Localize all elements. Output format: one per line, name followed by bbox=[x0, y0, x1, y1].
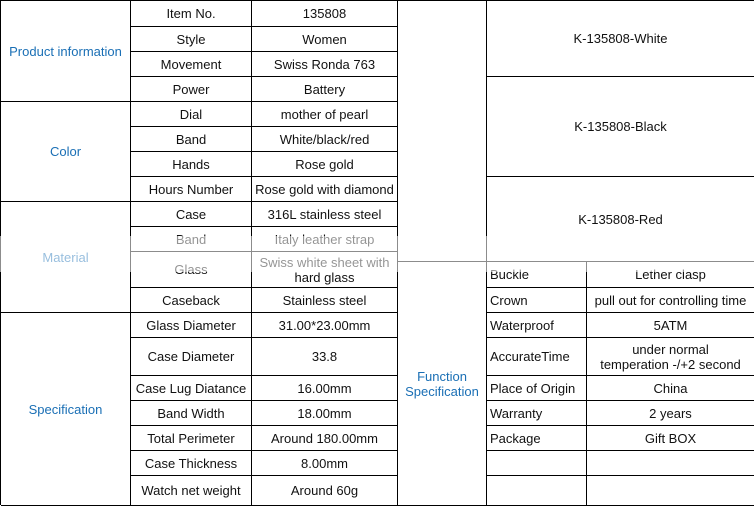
row-label: Movement bbox=[131, 52, 252, 77]
group-material: Material bbox=[1, 202, 131, 313]
row-label: Hands bbox=[131, 152, 252, 177]
function-value bbox=[587, 476, 754, 506]
group-specification: Specification bbox=[1, 313, 131, 506]
group-color: Color bbox=[1, 102, 131, 202]
function-label: AccurateTime bbox=[487, 338, 587, 376]
row-value: 33.8 bbox=[252, 338, 398, 376]
row-label: Item No. bbox=[131, 1, 252, 27]
row-label: Glass bbox=[131, 252, 252, 288]
row-label: Total Perimeter bbox=[131, 426, 252, 451]
row-value: Rose gold with diamond bbox=[252, 177, 398, 202]
row-value: Around 60g bbox=[252, 476, 398, 506]
function-label: Warranty bbox=[487, 401, 587, 426]
row-value: Battery bbox=[252, 77, 398, 102]
row-value: White/black/red bbox=[252, 127, 398, 152]
row-value: mother of pearl bbox=[252, 102, 398, 127]
row-label: Band bbox=[131, 127, 252, 152]
row-label: Hours Number bbox=[131, 177, 252, 202]
function-value: 5ATM bbox=[587, 313, 754, 338]
row-label: Case bbox=[131, 202, 252, 227]
function-value: China bbox=[587, 376, 754, 401]
function-label: Place of Origin bbox=[487, 376, 587, 401]
row-value: 316L stainless steel bbox=[252, 202, 398, 227]
group-product-information: Product information bbox=[1, 1, 131, 102]
function-label: Buckle bbox=[487, 262, 587, 288]
function-label: Waterproof bbox=[487, 313, 587, 338]
function-label: Package bbox=[487, 426, 587, 451]
row-value: Stainless steel bbox=[252, 288, 398, 313]
row-value: Swiss white sheet with hard glass bbox=[252, 252, 398, 288]
function-value bbox=[587, 451, 754, 476]
function-value: Gift BOX bbox=[587, 426, 754, 451]
row-value: Rose gold bbox=[252, 152, 398, 177]
blank-cell bbox=[398, 1, 487, 262]
function-value: Lether clasp bbox=[587, 262, 754, 288]
variant-red: K-135808-Red bbox=[487, 177, 754, 262]
row-label: Case Lug Diatance bbox=[131, 376, 252, 401]
function-label: Crown bbox=[487, 288, 587, 313]
variant-white: K-135808-White bbox=[487, 1, 754, 77]
function-label bbox=[487, 476, 587, 506]
row-label: Caseback bbox=[131, 288, 252, 313]
variant-black: K-135808-Black bbox=[487, 77, 754, 177]
row-value: 18.00mm bbox=[252, 401, 398, 426]
row-label: Glass Diameter bbox=[131, 313, 252, 338]
row-value: Swiss Ronda 763 bbox=[252, 52, 398, 77]
row-value: 16.00mm bbox=[252, 376, 398, 401]
function-value: pull out for controlling time bbox=[587, 288, 754, 313]
row-label: Watch net weight bbox=[131, 476, 252, 506]
row-label: Dial bbox=[131, 102, 252, 127]
row-label: Case Diameter bbox=[131, 338, 252, 376]
row-label: Band bbox=[131, 227, 252, 252]
row-label: Case Thickness bbox=[131, 451, 252, 476]
row-value: Women bbox=[252, 27, 398, 52]
function-value: under normal temperation -/+2 second bbox=[587, 338, 754, 376]
function-value: 2 years bbox=[587, 401, 754, 426]
row-value: 31.00*23.00mm bbox=[252, 313, 398, 338]
row-label: Style bbox=[131, 27, 252, 52]
row-value: Around 180.00mm bbox=[252, 426, 398, 451]
row-value: Italy leather strap bbox=[252, 227, 398, 252]
row-value: 8.00mm bbox=[252, 451, 398, 476]
group-function-specification: Function Specification bbox=[398, 262, 487, 506]
row-value: 135808 bbox=[252, 1, 398, 27]
row-label: Power bbox=[131, 77, 252, 102]
function-label bbox=[487, 451, 587, 476]
row-label: Band Width bbox=[131, 401, 252, 426]
